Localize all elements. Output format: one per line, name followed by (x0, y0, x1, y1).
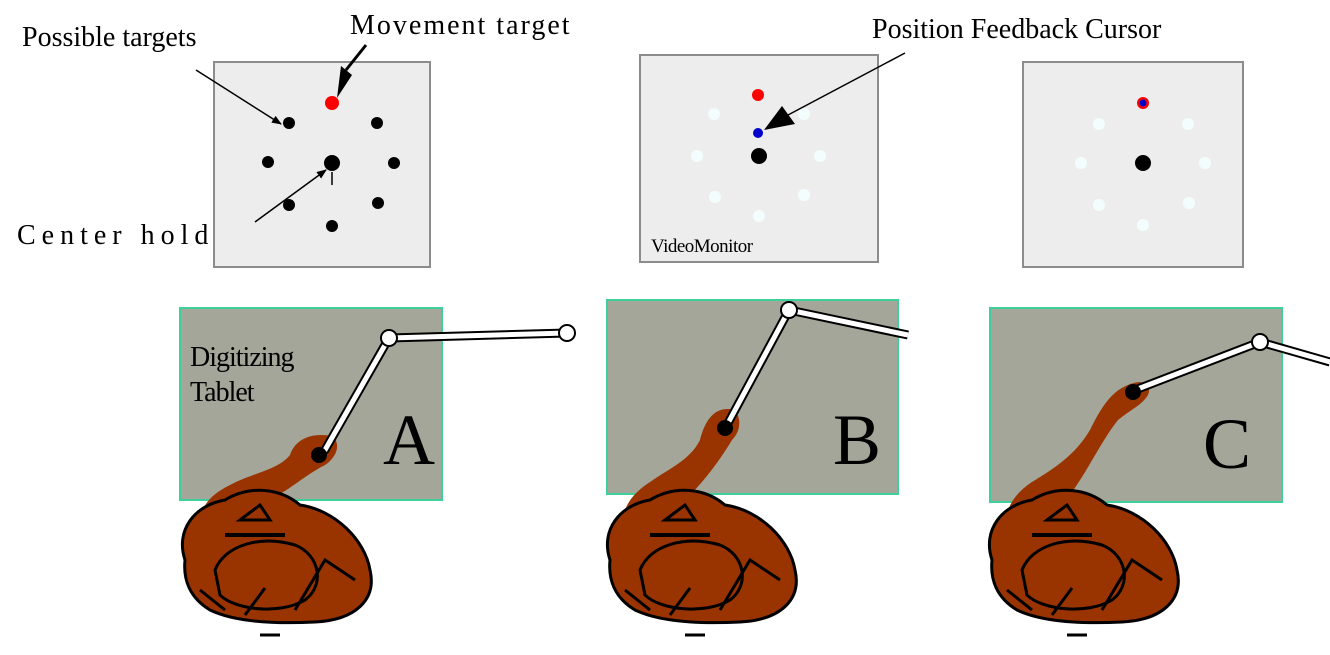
faded-target-dot (798, 189, 810, 201)
tablet-b-surface (606, 299, 899, 495)
faded-target-dot (1137, 219, 1149, 231)
tablet-b: B (606, 299, 899, 495)
movement-target-dot (325, 96, 339, 110)
arm-c (987, 333, 1330, 637)
possible-target-dot (283, 117, 295, 129)
monitor-a (213, 61, 431, 268)
manipulandum-base (558, 324, 576, 342)
faded-target-dot (708, 108, 720, 120)
faded-target-dot (1075, 157, 1087, 169)
monitor-c (1022, 61, 1244, 268)
handle-dot (1125, 384, 1141, 400)
panel-letter: C (1203, 404, 1251, 484)
cursor-arrow-shaft (787, 52, 906, 116)
manipulandum-joint (780, 301, 798, 319)
digitizing-label-line2: Tablet (190, 377, 255, 408)
arm-a (180, 324, 576, 637)
panel-letter: B (833, 400, 881, 480)
possible-targets-label: Possible targets (22, 22, 196, 53)
manipulandum-joint (380, 329, 398, 347)
movement-target-arrow-head (337, 66, 352, 98)
movement-target-dot (752, 89, 764, 101)
possible-target-dot (371, 117, 383, 129)
faded-target-dot (814, 150, 826, 162)
faded-target-dot (1093, 199, 1105, 211)
movement-target-arrow-shaft (344, 44, 368, 71)
monitor-b: VideoMonitor (639, 54, 879, 263)
center-hold-arrow (254, 169, 327, 223)
possible-target-dot (283, 199, 295, 211)
faded-target-dot (1182, 118, 1194, 130)
position-feedback-cursor-label: Position Feedback Cursor (872, 14, 1162, 45)
possible-targets-arrow (195, 69, 282, 125)
panel-letter: A (383, 400, 435, 480)
possible-target-dot (262, 156, 274, 168)
faded-target-dot (1199, 157, 1211, 169)
cursor-dot (753, 128, 763, 138)
handle-dot (311, 447, 327, 463)
possible-target-dot (326, 220, 338, 232)
faded-target-dot (1183, 197, 1195, 209)
cursor-dot (1139, 99, 1147, 107)
possible-target-dot (388, 157, 400, 169)
faded-target-dot (798, 108, 810, 120)
digitizing-label-line1: Digitizing (190, 342, 295, 373)
handle-dot (717, 420, 733, 436)
arm-b (605, 301, 909, 637)
center-hold-dot (751, 148, 767, 164)
faded-target-dot (691, 150, 703, 162)
faded-target-dot (709, 191, 721, 203)
cursor-arrow-head (764, 106, 795, 130)
video-monitor-label: VideoMonitor (651, 236, 754, 257)
center-hold-label: Center hold (17, 220, 214, 251)
manipulandum-joint (1251, 333, 1269, 351)
faded-target-dot (1093, 118, 1105, 130)
center-hold-dot (324, 155, 340, 171)
faded-target-dot (753, 210, 765, 222)
center-hold-dot (1135, 155, 1151, 171)
movement-target-label: Movement target (350, 10, 572, 41)
possible-target-dot (372, 197, 384, 209)
